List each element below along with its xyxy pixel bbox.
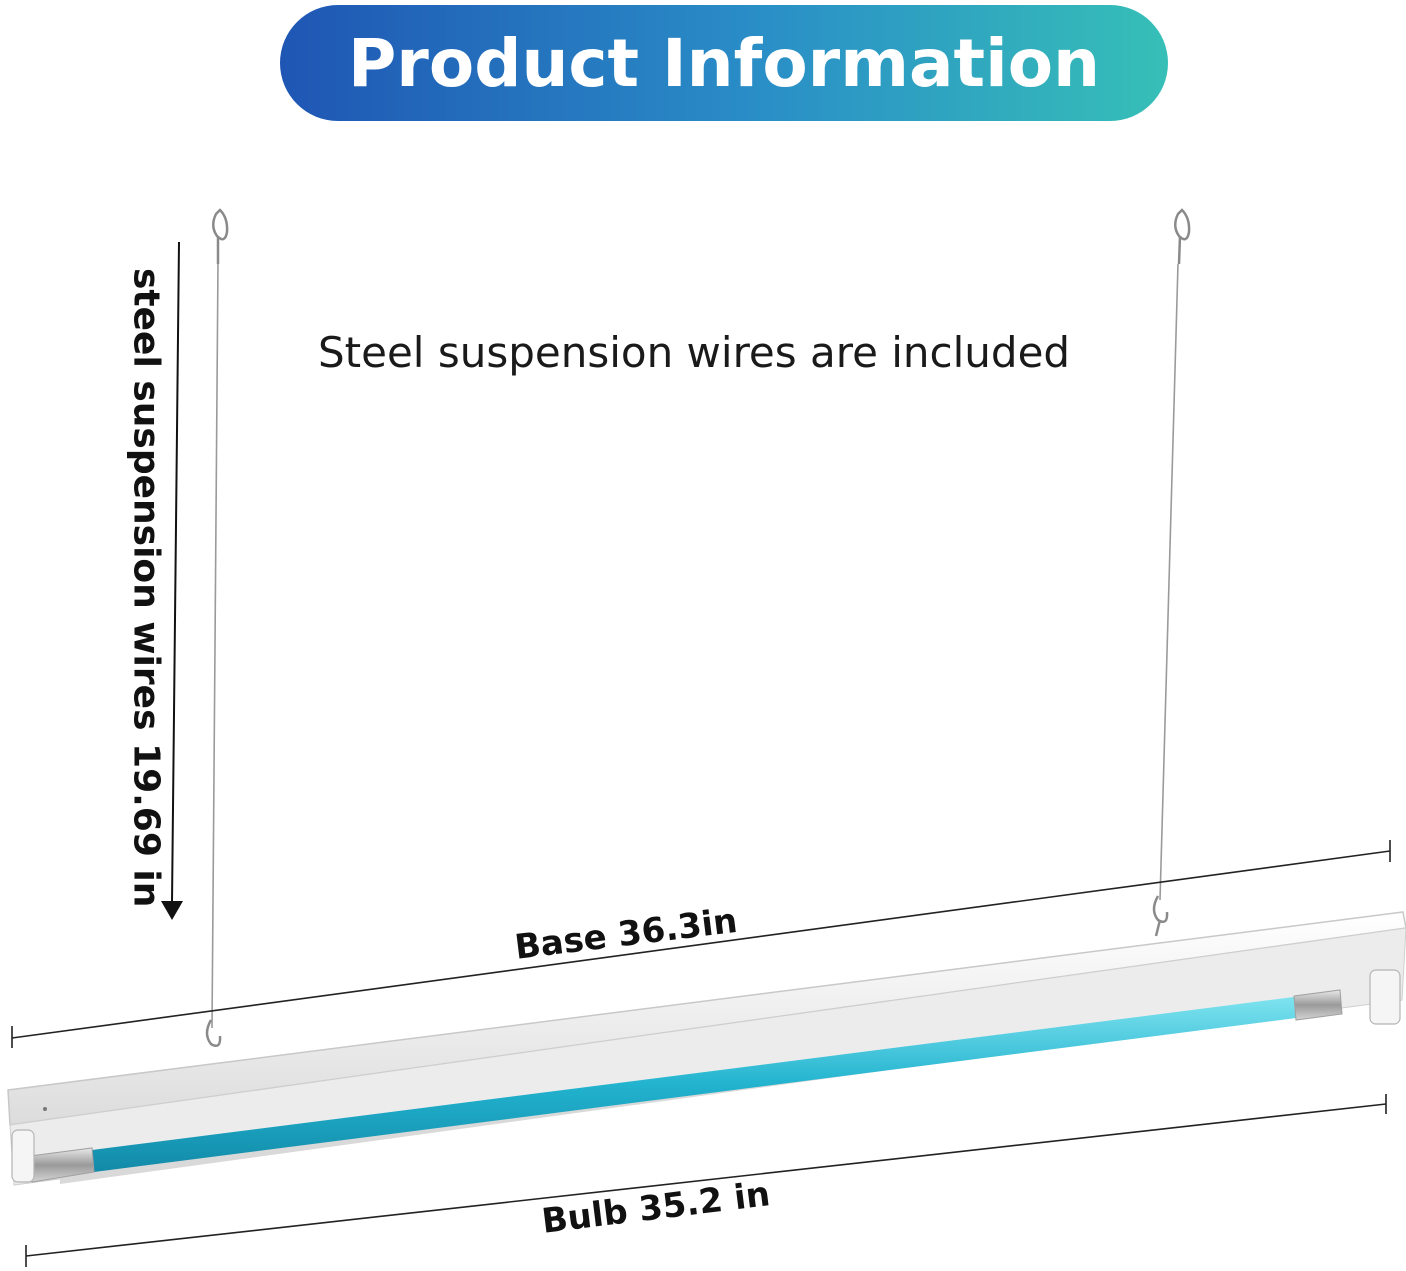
product-info-banner: Product Information: [280, 5, 1168, 121]
carabiner-hook-icon: [1174, 208, 1191, 265]
uv-bulb: [11, 969, 1401, 1183]
down-arrow-icon: [161, 241, 183, 920]
carabiner-hook-icon: [212, 208, 229, 264]
bulb-dimension-line: [25, 1094, 1387, 1267]
suspension-caption: Steel suspension wires are included: [318, 328, 1071, 377]
right-suspension-wire: [1152, 208, 1191, 937]
base-dimension-line: [11, 840, 1391, 1048]
banner-title: Product Information: [347, 24, 1101, 102]
left-suspension-wire: [205, 208, 229, 1047]
